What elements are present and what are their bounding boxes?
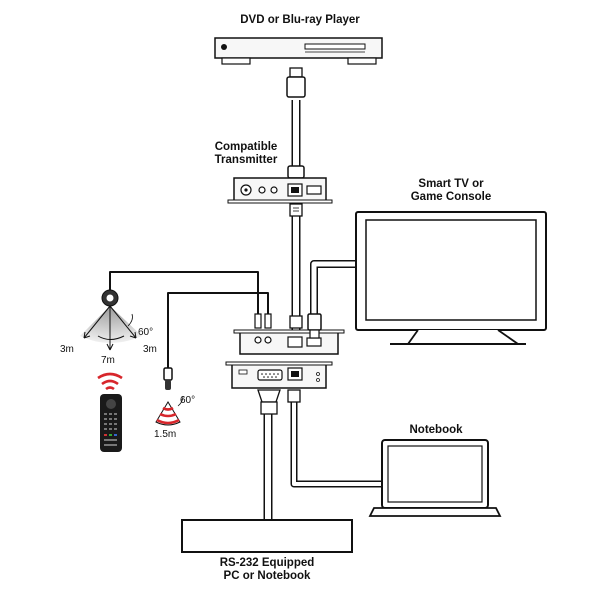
hdmi-plug-tv xyxy=(307,313,322,339)
ir-blaster-range: 1.5m xyxy=(154,429,177,440)
remote-control-icon xyxy=(100,394,122,452)
power-button-icon xyxy=(221,44,227,50)
ir-blaster-signal xyxy=(155,395,184,426)
ir-jack-icon xyxy=(258,186,266,194)
ir-receiver-angle: 60° xyxy=(138,327,154,338)
ir-coverage-cone xyxy=(80,306,142,343)
cat-plug-bottom xyxy=(289,315,303,329)
tv-label: Smart TV or Game Console xyxy=(396,178,506,204)
player-label: DVD or Blu-ray Player xyxy=(200,14,400,27)
notebook-laptop xyxy=(368,439,502,517)
receiver-device xyxy=(233,329,345,355)
receiver-rear-panel xyxy=(225,361,333,389)
ir-receiver-left-range: 3m xyxy=(60,344,74,355)
ir-blaster-angle: 60° xyxy=(180,395,196,406)
ir-receiver-cable xyxy=(109,271,259,322)
tv-label-line1: Smart TV or xyxy=(418,178,484,190)
rs232-pc xyxy=(181,519,353,553)
ir-receiver-coverage xyxy=(80,305,142,351)
rs232-port xyxy=(257,369,283,381)
bluray-player xyxy=(214,37,383,65)
ir-blaster-cable xyxy=(167,292,269,370)
cables xyxy=(109,100,384,520)
lan-cable-notebook xyxy=(290,398,384,488)
smart-tv xyxy=(355,211,547,345)
hdmi-plug-top xyxy=(286,67,306,98)
transmitter-device xyxy=(227,177,333,204)
hdmi-port xyxy=(306,185,322,195)
hdmi-plug-bottom xyxy=(287,165,305,179)
cat-plug-top xyxy=(289,203,303,217)
notebook-label: Notebook xyxy=(396,424,476,437)
notebook-label-line1: Notebook xyxy=(409,424,463,436)
ir-receiver-eye-icon xyxy=(101,289,119,307)
transmitter-label-line2: Transmitter xyxy=(214,154,278,166)
remote-signal-icon xyxy=(97,372,123,391)
ir-receiver-center-range: 7m xyxy=(101,355,115,366)
rs232-plug xyxy=(257,389,281,415)
transmitter-label-line1: Compatible xyxy=(214,141,278,153)
tv-label-line2: Game Console xyxy=(410,191,492,203)
player-label-line1: DVD or Blu-ray Player xyxy=(240,14,360,26)
disc-tray xyxy=(304,43,366,50)
pc-label-line2: PC or Notebook xyxy=(223,570,311,582)
pc-label: RS-232 Equipped PC or Notebook xyxy=(207,557,327,583)
pc-label-line1: RS-232 Equipped xyxy=(219,557,315,569)
ir-blaster-icon xyxy=(163,367,173,390)
ir-receiver-right-range: 3m xyxy=(143,344,157,355)
transmitter-label: Compatible Transmitter xyxy=(206,141,286,167)
ir-plugs xyxy=(254,313,272,329)
lan-plug xyxy=(287,389,301,403)
